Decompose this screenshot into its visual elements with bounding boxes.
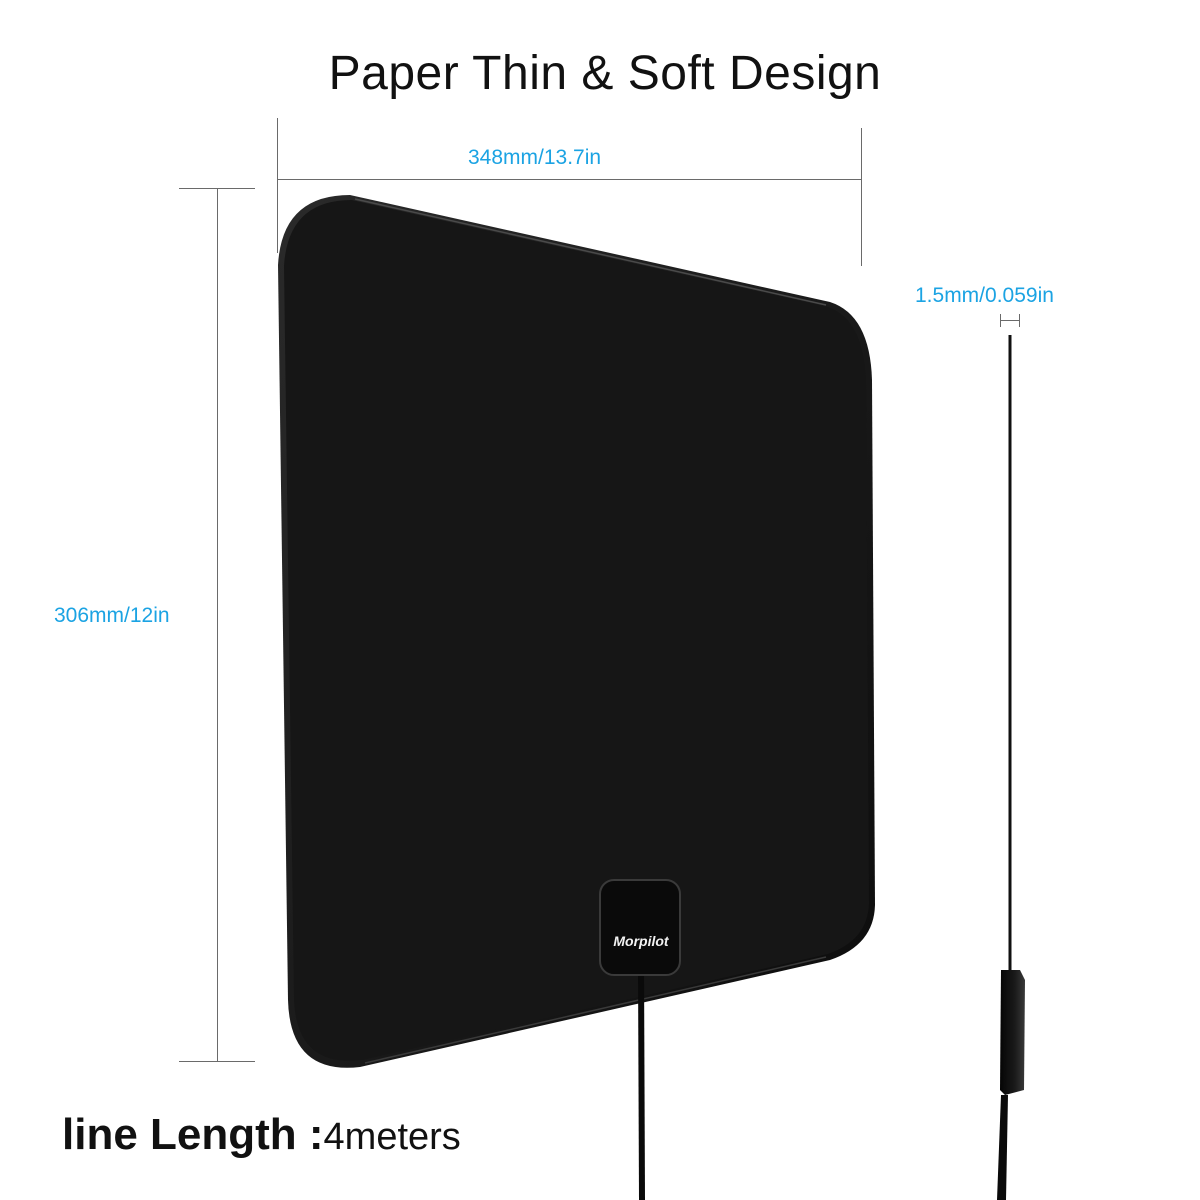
thickness-dimension-label: 1.5mm/0.059in (915, 284, 1054, 307)
width-dimension-line (277, 179, 862, 180)
thickness-dimension-left-tick (1000, 314, 1001, 327)
cable-length-label: line Length :4meters (62, 1110, 461, 1160)
coax-cable (638, 964, 645, 1200)
cable-length-value: 4meters (323, 1116, 461, 1158)
width-dimension-right-tick (861, 128, 862, 266)
height-dimension-label: 306mm/12in (54, 604, 170, 627)
brand-logo: Morpilot (613, 933, 670, 949)
side-view-connector (1000, 970, 1025, 1095)
thickness-dimension-right-tick (1019, 314, 1020, 327)
side-view-cable (997, 1095, 1008, 1200)
height-dimension-bottom-tick (179, 1061, 255, 1062)
width-dimension-left-tick (277, 118, 278, 253)
width-dimension-label: 348mm/13.7in (468, 146, 602, 169)
height-dimension-line (217, 188, 218, 1061)
thickness-dimension-line (1000, 320, 1020, 321)
cable-length-key: line Length : (62, 1110, 324, 1159)
connector-block (599, 879, 681, 976)
page-title: Paper Thin & Soft Design (328, 47, 882, 100)
